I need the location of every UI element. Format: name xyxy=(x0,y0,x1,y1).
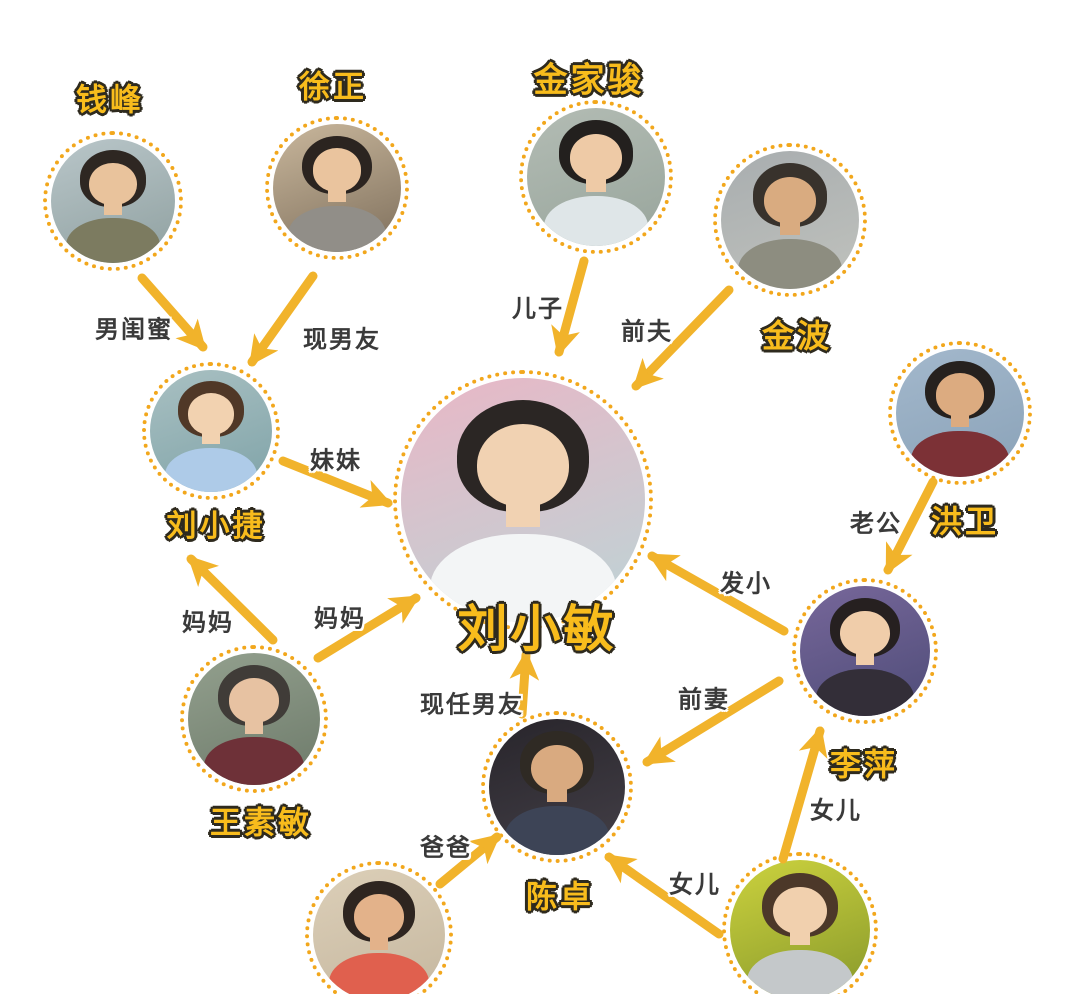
person-node-chenzhuo-father xyxy=(305,861,453,994)
avatar-photo-chenzhuo xyxy=(489,719,625,855)
person-node-daughter xyxy=(722,852,878,994)
person-node-liuxiaomin xyxy=(393,370,653,630)
person-node-wangsumin xyxy=(180,645,328,793)
avatar-body xyxy=(815,669,915,716)
avatar-face xyxy=(531,744,583,792)
avatar-face xyxy=(935,373,985,417)
avatar-body xyxy=(430,534,616,622)
avatar-body xyxy=(505,806,609,855)
avatar-photo-daughter xyxy=(730,860,870,994)
avatar-body xyxy=(203,737,305,785)
avatar-face xyxy=(763,177,817,225)
avatar-face xyxy=(353,894,405,939)
person-node-xuzheng xyxy=(265,116,409,260)
person-node-qianfeng xyxy=(43,131,183,271)
avatar-photo-liping xyxy=(800,586,930,716)
person-node-jinbo xyxy=(713,143,867,297)
person-node-liuxiaojie xyxy=(142,362,280,500)
person-node-hongwei xyxy=(888,341,1032,485)
avatar-face xyxy=(840,610,890,655)
avatar-face xyxy=(228,678,280,723)
avatar-body xyxy=(737,239,843,289)
avatar-body xyxy=(746,949,854,994)
avatar-face xyxy=(476,424,570,508)
avatar-photo-qianfeng xyxy=(51,139,175,263)
avatar-face xyxy=(89,162,137,205)
avatar-photo-jinbo xyxy=(721,151,859,289)
avatar-photo-chenzhuo-father xyxy=(313,869,445,994)
avatar-body xyxy=(911,430,1009,477)
person-node-jinjiajun xyxy=(519,100,673,254)
avatar-photo-liuxiaojie xyxy=(150,370,272,492)
avatar-face xyxy=(187,393,235,435)
avatar-body xyxy=(328,953,430,994)
avatar-face xyxy=(569,134,623,182)
avatar-face xyxy=(773,886,827,935)
avatar-photo-hongwei xyxy=(896,349,1024,477)
avatar-photo-xuzheng xyxy=(273,124,401,252)
avatar-body xyxy=(65,218,161,263)
avatar-photo-liuxiaomin xyxy=(401,378,645,622)
avatar-photo-jinjiajun xyxy=(527,108,665,246)
person-node-liping xyxy=(792,578,938,724)
person-node-chenzhuo xyxy=(481,711,633,863)
avatar-face xyxy=(312,148,362,192)
avatar-body xyxy=(543,196,649,246)
avatar-photo-wangsumin xyxy=(188,653,320,785)
avatar-body xyxy=(164,448,258,492)
avatar-body xyxy=(288,205,386,252)
